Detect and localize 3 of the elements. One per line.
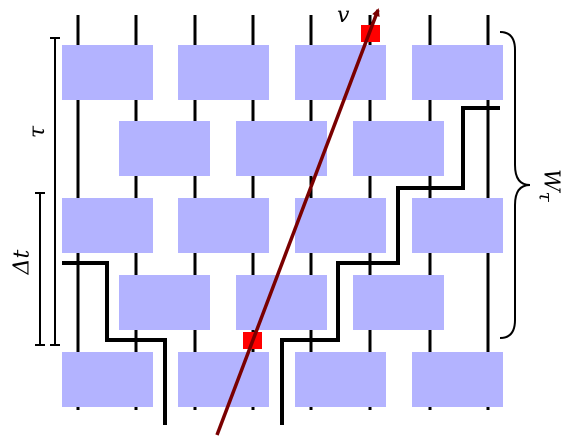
- interval-label: τ: [27, 126, 50, 138]
- velocity-label: v: [337, 5, 350, 27]
- interval-label: Δt: [10, 250, 33, 274]
